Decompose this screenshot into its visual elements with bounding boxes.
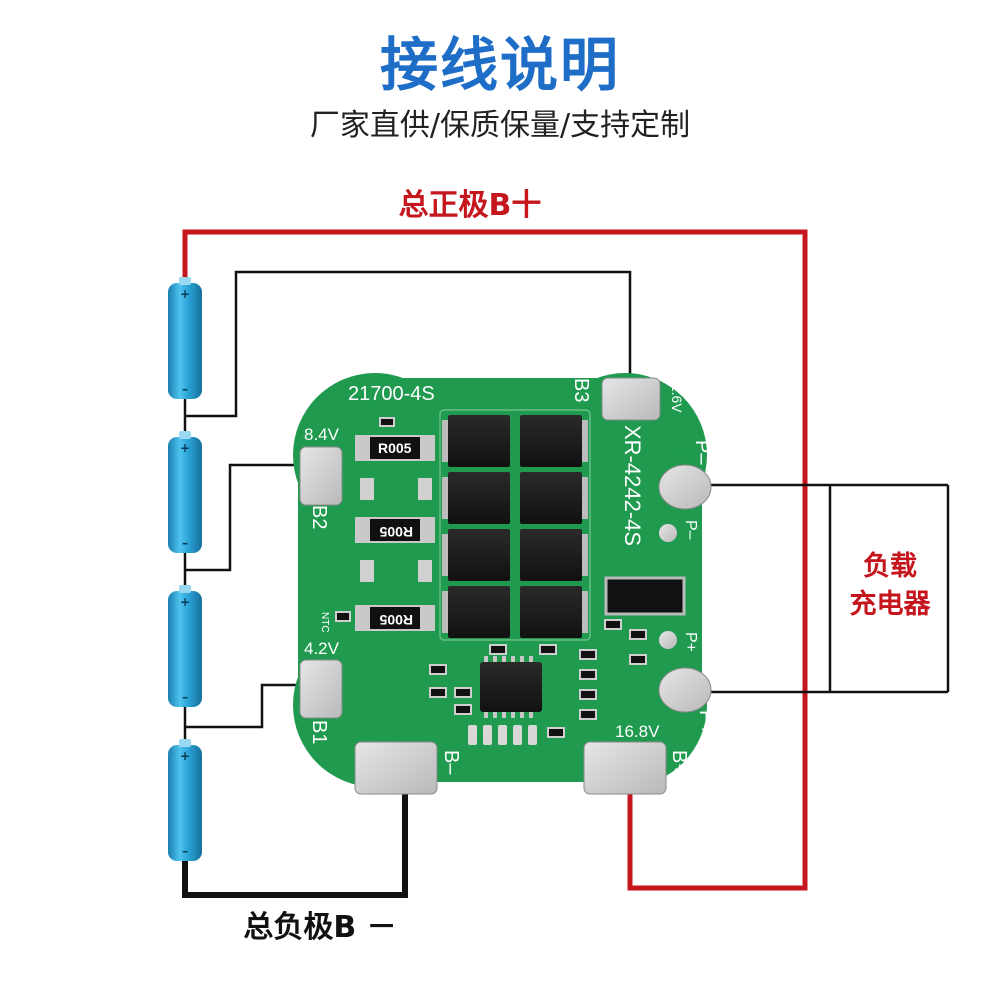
battery-pack: + – + – + – + – <box>168 277 202 861</box>
pad-b3 <box>601 377 661 421</box>
wire-b2 <box>185 463 315 572</box>
battery-cell <box>168 431 202 553</box>
battery-minus-mark: – <box>182 690 188 704</box>
pad-b-minus <box>354 741 438 795</box>
shunt-resistor <box>355 517 435 543</box>
wire-total-negative <box>182 780 408 898</box>
b2-label: B2 <box>308 505 330 529</box>
pad-p-minus <box>658 464 712 510</box>
total-negative-label: 总负极B － <box>243 910 397 945</box>
ntc-label: NTC <box>319 612 330 633</box>
wire-b3 <box>185 270 632 418</box>
shunt-resistor <box>355 435 435 461</box>
diode <box>604 576 686 616</box>
shunt-r3-label: R005 <box>379 612 413 628</box>
protection-ic <box>480 662 542 712</box>
b1-label: B1 <box>308 720 330 744</box>
load-wires <box>700 483 950 694</box>
page-title: 接线说明 <box>379 31 620 99</box>
mosfet-array <box>448 415 582 638</box>
load-label: 负载 <box>863 551 917 582</box>
board-part-label: XR-4242-4S <box>620 425 645 546</box>
voltage-bplus-label: 16.8V <box>615 722 660 741</box>
shunt-r1-label: R005 <box>378 440 412 456</box>
shunt-resistor <box>355 605 435 631</box>
board-model-label: 21700-4S <box>348 383 435 405</box>
load-charger-label: 负载 充电器 <box>830 548 950 624</box>
p-plus-label: P+ <box>695 710 717 735</box>
b3-label: B3 <box>570 378 592 402</box>
battery-minus-mark: – <box>182 382 188 396</box>
pad-b-plus <box>583 741 667 795</box>
battery-cell <box>168 739 202 861</box>
battery-plus-mark: + <box>180 287 190 301</box>
smd-components <box>335 417 647 738</box>
p-minus-label: P– <box>691 440 713 465</box>
wire-total-positive <box>182 229 808 891</box>
pad-b2 <box>299 446 343 506</box>
battery-cell <box>168 277 202 399</box>
battery-cell <box>168 585 202 707</box>
shunt-r2-label: R005 <box>379 524 413 540</box>
b-minus-label: B– <box>440 750 462 775</box>
page-subtitle: 厂家直供/保质保量/支持定制 <box>309 108 691 143</box>
battery-plus-mark: + <box>180 749 190 763</box>
wire-b1 <box>185 683 315 729</box>
total-positive-label: 总正极B十 <box>398 188 542 223</box>
pad-b1 <box>299 659 343 719</box>
p-minus-small-label: P– <box>682 520 699 540</box>
voltage-b1-label: 4.2V <box>304 639 340 658</box>
voltage-b2-label: 8.4V <box>304 425 340 444</box>
battery-plus-mark: + <box>180 595 190 609</box>
bms-pcb: 21700-4S 8.4V 4.2V 16.8V 12.6V B3 B2 B1 … <box>293 373 717 795</box>
battery-minus-mark: – <box>182 844 188 858</box>
b-plus-label: B+ <box>668 750 690 775</box>
balance-wires <box>185 270 632 729</box>
voltage-b3-label: 12.6V <box>669 376 685 413</box>
charger-label: 充电器 <box>849 589 931 620</box>
p-plus-small-label: P+ <box>682 632 699 652</box>
battery-minus-mark: – <box>182 536 188 550</box>
battery-plus-mark: + <box>180 441 190 455</box>
pad-p-plus <box>658 667 712 713</box>
